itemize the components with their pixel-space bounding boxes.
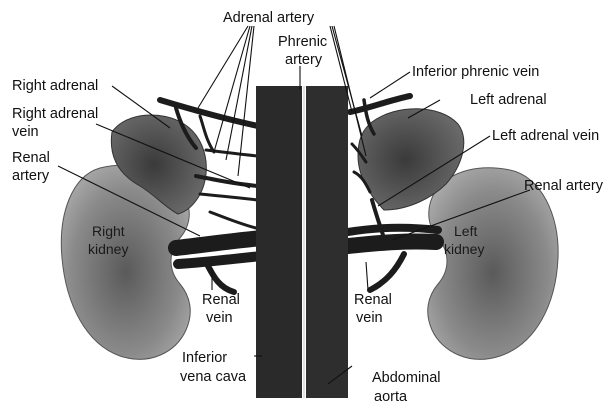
label-right-adrenal-vein-2: vein — [12, 124, 39, 140]
label-renal-vein-left-2: vein — [356, 310, 383, 326]
label-ivc-1: Inferior — [182, 350, 227, 366]
label-right-kidney-2: kidney — [88, 241, 128, 257]
label-left-kidney-1: Left — [454, 223, 477, 239]
label-right-kidney-1: Right — [92, 223, 125, 239]
left-kidney — [428, 168, 558, 360]
label-left-adrenal-vein: Left adrenal vein — [492, 128, 599, 144]
label-left-kidney-2: kidney — [444, 241, 484, 257]
abdominal-aorta — [306, 86, 348, 398]
label-adrenal-artery: Adrenal artery — [223, 10, 315, 26]
label-inferior-phrenic-vein: Inferior phrenic vein — [412, 64, 539, 80]
label-renal-artery-right: Renal artery — [524, 178, 604, 194]
label-aorta-2: aorta — [374, 389, 408, 405]
label-renal-artery-left-1: Renal — [12, 150, 50, 166]
label-renal-vein-left-1: Renal — [354, 292, 392, 308]
label-right-adrenal: Right adrenal — [12, 78, 98, 94]
label-renal-vein-right-1: Renal — [202, 292, 240, 308]
label-renal-vein-right-2: vein — [206, 310, 233, 326]
label-right-adrenal-vein-1: Right adrenal — [12, 106, 98, 122]
label-aorta-1: Abdominal — [372, 370, 441, 386]
label-renal-artery-left-2: artery — [12, 168, 50, 184]
inferior-vena-cava — [256, 86, 302, 398]
label-phrenic-artery-2: artery — [285, 52, 323, 68]
label-ivc-2: vena cava — [180, 369, 247, 385]
label-phrenic-artery-1: Phrenic — [278, 34, 327, 50]
label-left-adrenal: Left adrenal — [470, 92, 547, 108]
